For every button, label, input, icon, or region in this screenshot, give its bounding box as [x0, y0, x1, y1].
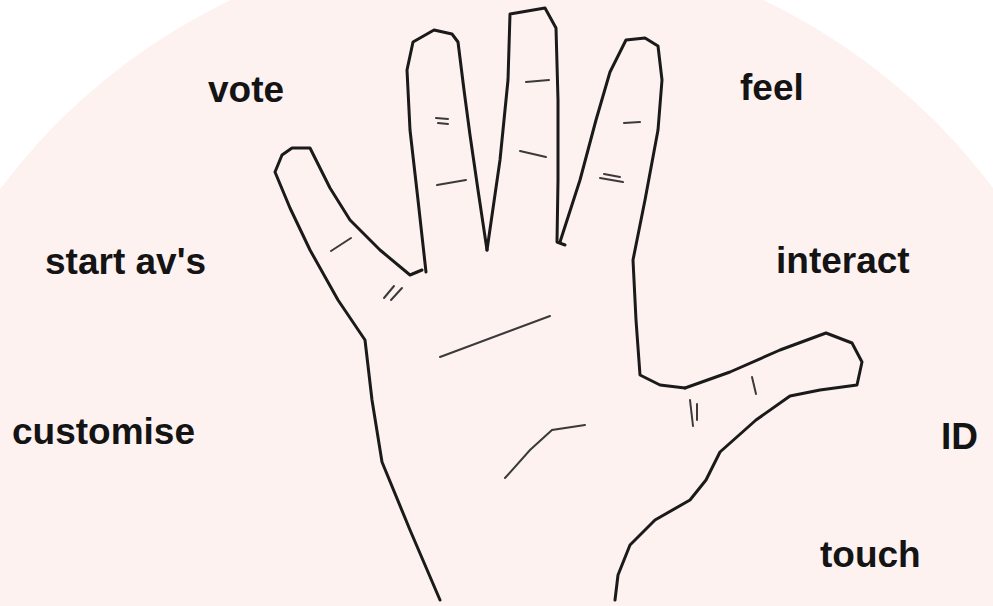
annotation-label: interact [776, 239, 910, 283]
annotation-label: touch [820, 533, 921, 577]
annotation-label: vote [208, 68, 284, 112]
annotation-label: customise [12, 410, 195, 454]
annotation-label: start av's [45, 240, 206, 284]
hand-creases [331, 80, 756, 478]
hand-outline [275, 8, 862, 600]
annotation-label: ID [941, 415, 978, 459]
annotation-label: feel [740, 66, 804, 110]
